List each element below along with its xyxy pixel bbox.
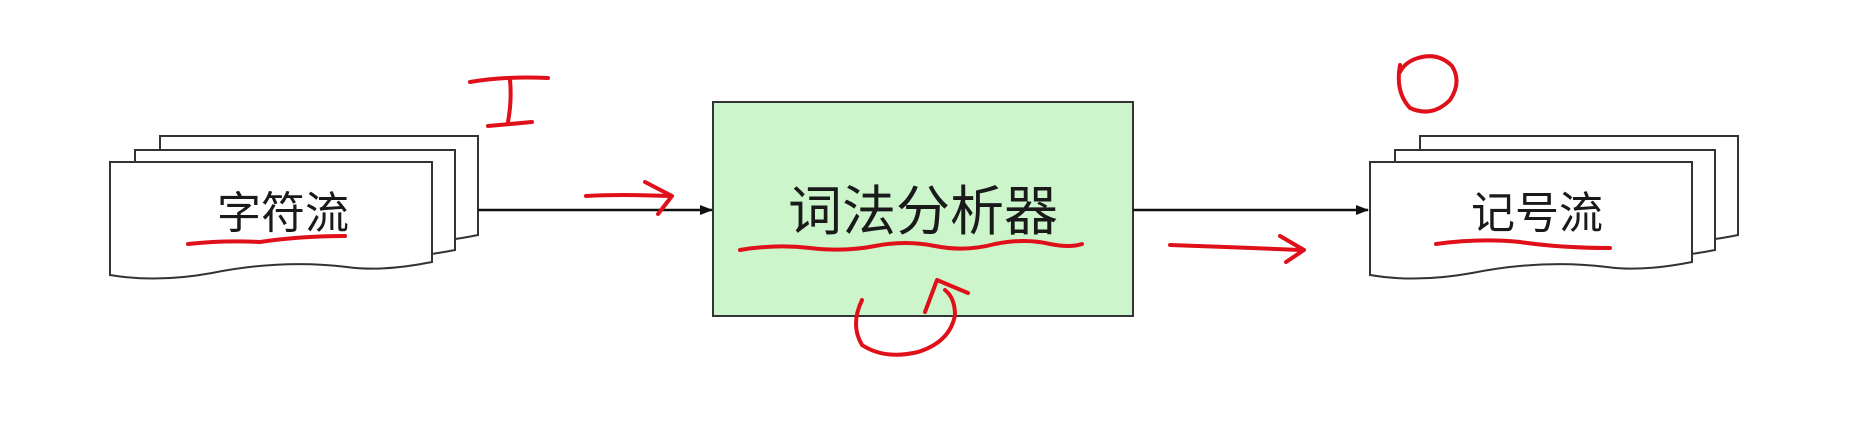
handwritten-annotations (186, 54, 1612, 357)
handwritten-o-mark (1396, 54, 1459, 114)
input-document-stack: 字符流 (109, 135, 479, 280)
handwritten-i-mark (468, 75, 550, 128)
handwritten-arrow-out (1168, 234, 1306, 264)
output-document-stack: 记号流 (1369, 135, 1739, 280)
handwritten-arrow-in (584, 180, 674, 216)
handwritten-loop (854, 288, 957, 357)
lexer-label-underline (738, 239, 1084, 252)
input-label: 字符流 (217, 188, 349, 239)
input-label-underline (186, 234, 347, 246)
lexer-box: 词法分析器 (712, 101, 1134, 317)
input-doc-front (109, 161, 433, 280)
handwritten-loop-arrow (923, 278, 970, 314)
output-label: 记号流 (1471, 188, 1603, 239)
output-label-underline (1434, 238, 1612, 250)
lexer-label: 词法分析器 (788, 180, 1058, 243)
output-doc-front (1369, 161, 1693, 280)
